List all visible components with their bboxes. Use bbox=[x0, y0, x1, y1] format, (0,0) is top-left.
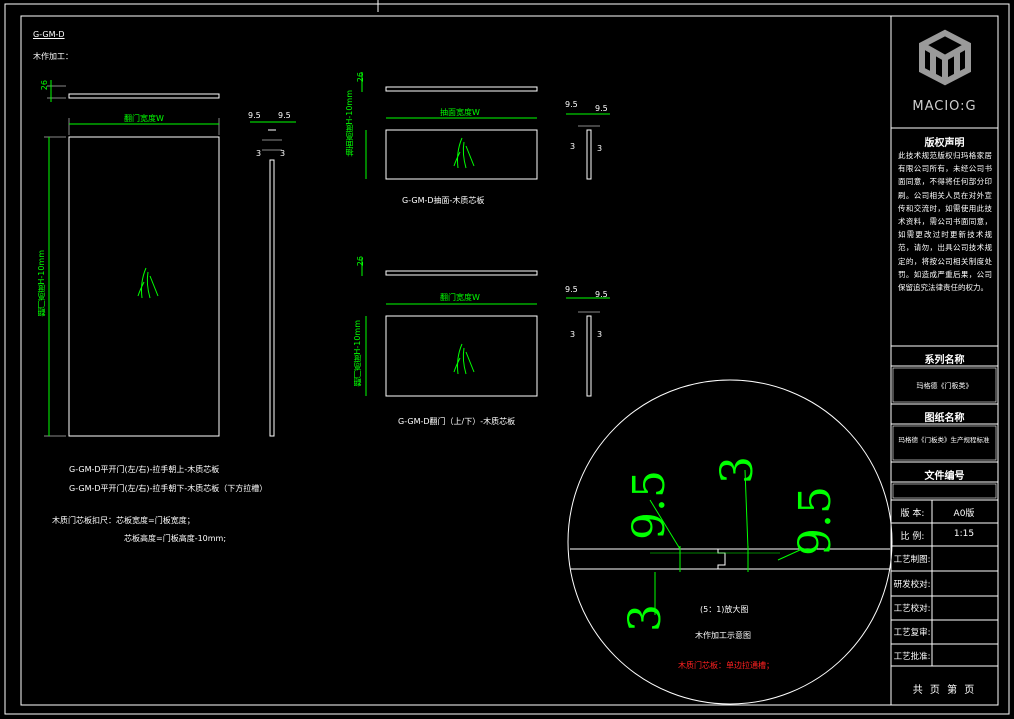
drawer-front-drawing bbox=[361, 72, 610, 180]
detail-scale-caption: (5：1)放大图 bbox=[700, 605, 749, 614]
version-value: A0版 bbox=[953, 509, 975, 519]
door-height-dim: 翻门高度H-10mm bbox=[37, 250, 46, 317]
door-width-dim: 翻门宽度W bbox=[124, 114, 164, 123]
scale-value: 1:15 bbox=[953, 529, 975, 539]
dim-3: 3 bbox=[280, 149, 286, 158]
row-label: 研发校对: bbox=[893, 580, 931, 590]
inner-frame bbox=[20, 15, 999, 706]
notice-title: 版权声明 bbox=[924, 138, 965, 149]
dim-3: 3 bbox=[256, 149, 262, 158]
flip-height-dim: 翻门高度H-10mm bbox=[353, 320, 362, 387]
hinged-caption-2: G-GM-D平开门(左/右)-拉手朝下-木质芯板（下方拉槽） bbox=[69, 484, 268, 493]
detail-warning: 木质门芯板：单边拉通槽； bbox=[678, 661, 774, 670]
scale-label: 比 例: bbox=[900, 532, 925, 542]
flip-width-dim: 翻门宽度W bbox=[440, 293, 480, 302]
row-label: 工艺批准: bbox=[893, 652, 931, 662]
drawer-thickness-dim: 26 bbox=[356, 72, 365, 83]
series-label: 系列名称 bbox=[924, 355, 965, 366]
macio-g-logo-icon bbox=[919, 29, 971, 86]
dim-9-5: 9.5 bbox=[595, 104, 608, 113]
row-label: 工艺校对: bbox=[893, 604, 931, 614]
drawing-code-label: G-GM-D bbox=[33, 30, 65, 39]
row-label: 工艺复审: bbox=[893, 628, 931, 638]
note-line-1: 木质门芯板扣尺：芯板宽度=门板宽度； bbox=[52, 516, 195, 525]
dim-3: 3 bbox=[597, 330, 603, 339]
hinged-caption-1: G-GM-D平开门(左/右)-拉手朝上-木质芯板 bbox=[69, 465, 220, 474]
detail-circle bbox=[567, 379, 893, 705]
notice-body: 此技术规范版权归玛格家居有限公司所有，未经公司书面同意，不得将任何部分印刷。公司… bbox=[898, 151, 992, 293]
dim-3: 3 bbox=[597, 144, 603, 153]
detail-dim-3-top: 3 bbox=[712, 456, 763, 484]
flip-thickness-dim: 26 bbox=[356, 256, 365, 267]
note-line-2: 芯板高度=门板高度-10mm; bbox=[124, 534, 227, 543]
process-label: 木作加工： bbox=[33, 52, 73, 61]
flip-door-drawing bbox=[361, 258, 610, 397]
flip-caption: G-GM-D翻门（上/下）-木质芯板 bbox=[398, 417, 516, 426]
logo-text: MACIO:G bbox=[912, 99, 977, 114]
page-footer: 共 页 第 页 bbox=[912, 685, 977, 696]
hinged-door-drawing bbox=[44, 80, 296, 437]
detail-dim-9-5-right: 9.5 bbox=[790, 486, 841, 556]
detail-dim-3-bottom: 3 bbox=[620, 604, 671, 632]
drawer-caption: G-GM-D抽面-木质芯板 bbox=[402, 196, 485, 205]
wood-grain-icon bbox=[453, 343, 475, 375]
outer-frame bbox=[4, 3, 1010, 715]
series-value: 玛格德《门板类》 bbox=[916, 382, 973, 390]
detail-process-caption: 木作加工示意图 bbox=[695, 631, 751, 640]
dim-9-5: 9.5 bbox=[595, 290, 608, 299]
file-no-label: 文件编号 bbox=[924, 471, 965, 482]
drawer-height-dim: 抽面高度H-10mm bbox=[345, 90, 354, 157]
wood-grain-icon bbox=[137, 267, 159, 299]
top-thickness-dim: 26 bbox=[40, 80, 49, 91]
drawing-name-value: 玛格德《门板类》生产规程标准 bbox=[898, 436, 990, 444]
dim-9-5: 9.5 bbox=[565, 100, 578, 109]
dim-3: 3 bbox=[570, 142, 576, 151]
dim-9-5: 9.5 bbox=[248, 111, 261, 120]
detail-dim-9-5-left: 9.5 bbox=[624, 470, 675, 540]
row-label: 工艺制图: bbox=[893, 555, 931, 565]
version-label: 版 本: bbox=[900, 509, 925, 519]
dim-9-5: 9.5 bbox=[565, 285, 578, 294]
dim-9-5: 9.5 bbox=[278, 111, 291, 120]
wood-grain-icon bbox=[453, 137, 475, 169]
drawer-width-dim: 抽面宽度W bbox=[440, 108, 480, 117]
drawing-name-label: 图纸名称 bbox=[924, 413, 965, 424]
dim-3: 3 bbox=[570, 330, 576, 339]
